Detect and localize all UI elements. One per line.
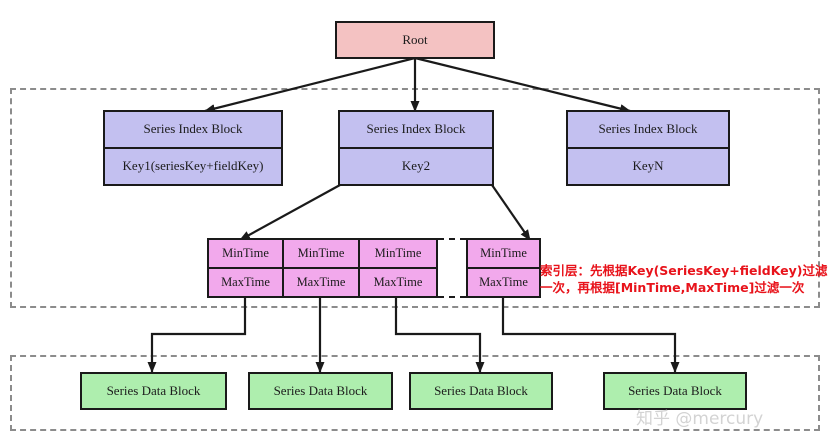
- time-range-grid: MinTime MaxTime MinTime MaxTime MinTime …: [207, 238, 541, 298]
- series-data-block-1[interactable]: Series Data Block: [80, 372, 227, 410]
- index-block-key: Key1(seriesKey+fieldKey): [105, 147, 281, 184]
- time-entry-1[interactable]: MinTime MaxTime: [209, 240, 284, 296]
- index-block-header: Series Index Block: [366, 121, 466, 137]
- max-time-label: MaxTime: [284, 267, 358, 296]
- min-time-label: MinTime: [374, 246, 422, 260]
- data-block-label: Series Data Block: [434, 382, 528, 398]
- root-node[interactable]: Root: [335, 21, 495, 59]
- root-label: Root: [402, 31, 428, 47]
- data-block-label: Series Data Block: [628, 382, 722, 398]
- index-block-key: KeyN: [568, 147, 728, 184]
- series-data-block-4[interactable]: Series Data Block: [603, 372, 747, 410]
- index-block-key: Key2: [340, 147, 492, 184]
- watermark: 知乎 @mercury: [636, 409, 764, 429]
- series-data-block-2[interactable]: Series Data Block: [248, 372, 393, 410]
- max-time-label: MaxTime: [360, 267, 436, 296]
- min-time-label: MinTime: [222, 246, 269, 260]
- min-time-label: MinTime: [480, 246, 527, 260]
- series-index-block-1[interactable]: Series Index Block Key1(seriesKey+fieldK…: [103, 110, 283, 186]
- index-block-header: Series Index Block: [143, 121, 243, 137]
- data-block-label: Series Data Block: [106, 382, 201, 398]
- time-entry-group-left: MinTime MaxTime MinTime MaxTime MinTime …: [207, 238, 438, 298]
- time-entry-2[interactable]: MinTime MaxTime: [284, 240, 360, 296]
- max-time-label: MaxTime: [468, 267, 539, 296]
- min-time-label: MinTime: [297, 246, 345, 260]
- annotation-line-2: 一次，再根据[MinTime,MaxTime]过滤一次: [540, 279, 805, 295]
- index-block-header: Series Index Block: [598, 121, 698, 137]
- max-time-label: MaxTime: [209, 267, 282, 296]
- time-entry-group-right: MinTime MaxTime: [466, 238, 541, 298]
- time-entry-3[interactable]: MinTime MaxTime: [360, 240, 436, 296]
- series-data-block-3[interactable]: Series Data Block: [409, 372, 553, 410]
- time-entries-ellipsis-gap: [438, 238, 466, 298]
- time-entry-4[interactable]: MinTime MaxTime: [468, 240, 539, 296]
- data-block-label: Series Data Block: [273, 382, 368, 398]
- index-layer-annotation: 索引层：先根据Key(SeriesKey+fieldKey)过滤 一次，再根据[…: [540, 263, 828, 297]
- series-index-block-3[interactable]: Series Index Block KeyN: [566, 110, 730, 186]
- series-index-block-2[interactable]: Series Index Block Key2: [338, 110, 494, 186]
- annotation-line-1: 索引层：先根据Key(SeriesKey+fieldKey)过滤: [540, 263, 828, 278]
